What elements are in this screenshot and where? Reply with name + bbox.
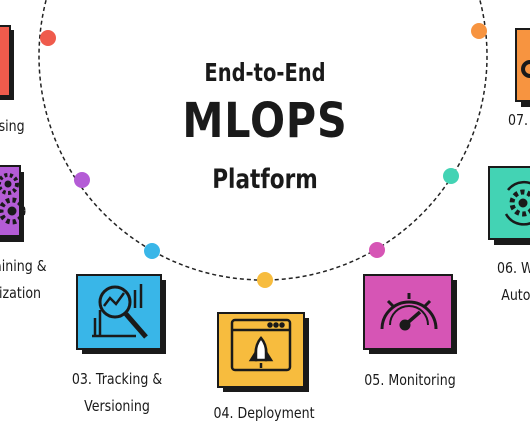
label-monitoring: 05. Monitoring xyxy=(356,367,464,394)
gauge-icon xyxy=(380,293,438,331)
label-deployment-line-1: 04. Deployment xyxy=(213,404,315,422)
title-line-3: Platform xyxy=(212,164,318,195)
ring-dot-processing xyxy=(40,30,56,46)
card-training xyxy=(0,165,26,242)
label-monitoring-line-1: 05. Monitoring xyxy=(364,371,456,389)
ring-dot-training xyxy=(74,172,90,188)
ring-dot-step07 xyxy=(471,23,487,39)
ring-dot-tracking xyxy=(144,243,160,259)
ring-dot-workflow xyxy=(443,168,459,184)
label-training-line-2: ization xyxy=(0,284,42,302)
ring-dot-deployment xyxy=(257,272,273,288)
label-tracking: 03. Tracking & Versioning xyxy=(62,366,171,420)
label-deployment: 04. Deployment xyxy=(207,400,321,427)
label-training-line-1: aining & xyxy=(0,257,47,275)
label-workflow: 06. W Auto xyxy=(497,255,530,309)
card-processing xyxy=(0,25,14,100)
label-workflow-line-2: Auto xyxy=(501,286,530,304)
gear-cycle-icon xyxy=(504,180,530,226)
label-processing: ssing xyxy=(0,113,25,140)
card-monitoring xyxy=(363,274,457,354)
label-workflow-line-1: 06. W xyxy=(497,259,530,277)
ring-dot-monitoring xyxy=(369,242,385,258)
label-step07: 07. xyxy=(508,107,528,134)
magnifier-chart-icon xyxy=(92,284,148,339)
card-tracking xyxy=(76,274,166,354)
label-processing-line-1: ssing xyxy=(0,117,25,135)
title-line-1: End-to-End xyxy=(204,58,326,87)
label-step07-line-1: 07. xyxy=(508,111,529,129)
title-main: MLOPS xyxy=(182,93,348,149)
card-step07 xyxy=(515,28,530,107)
card-deployment xyxy=(217,312,309,392)
label-tracking-line-2: Versioning xyxy=(84,397,150,415)
label-training: aining & ization xyxy=(0,253,47,307)
rocket-window-icon xyxy=(230,318,292,372)
step07-icon-fragment xyxy=(521,60,530,78)
card-workflow xyxy=(488,166,530,245)
gears-icon xyxy=(0,173,26,225)
label-tracking-line-1: 03. Tracking & xyxy=(71,370,163,388)
